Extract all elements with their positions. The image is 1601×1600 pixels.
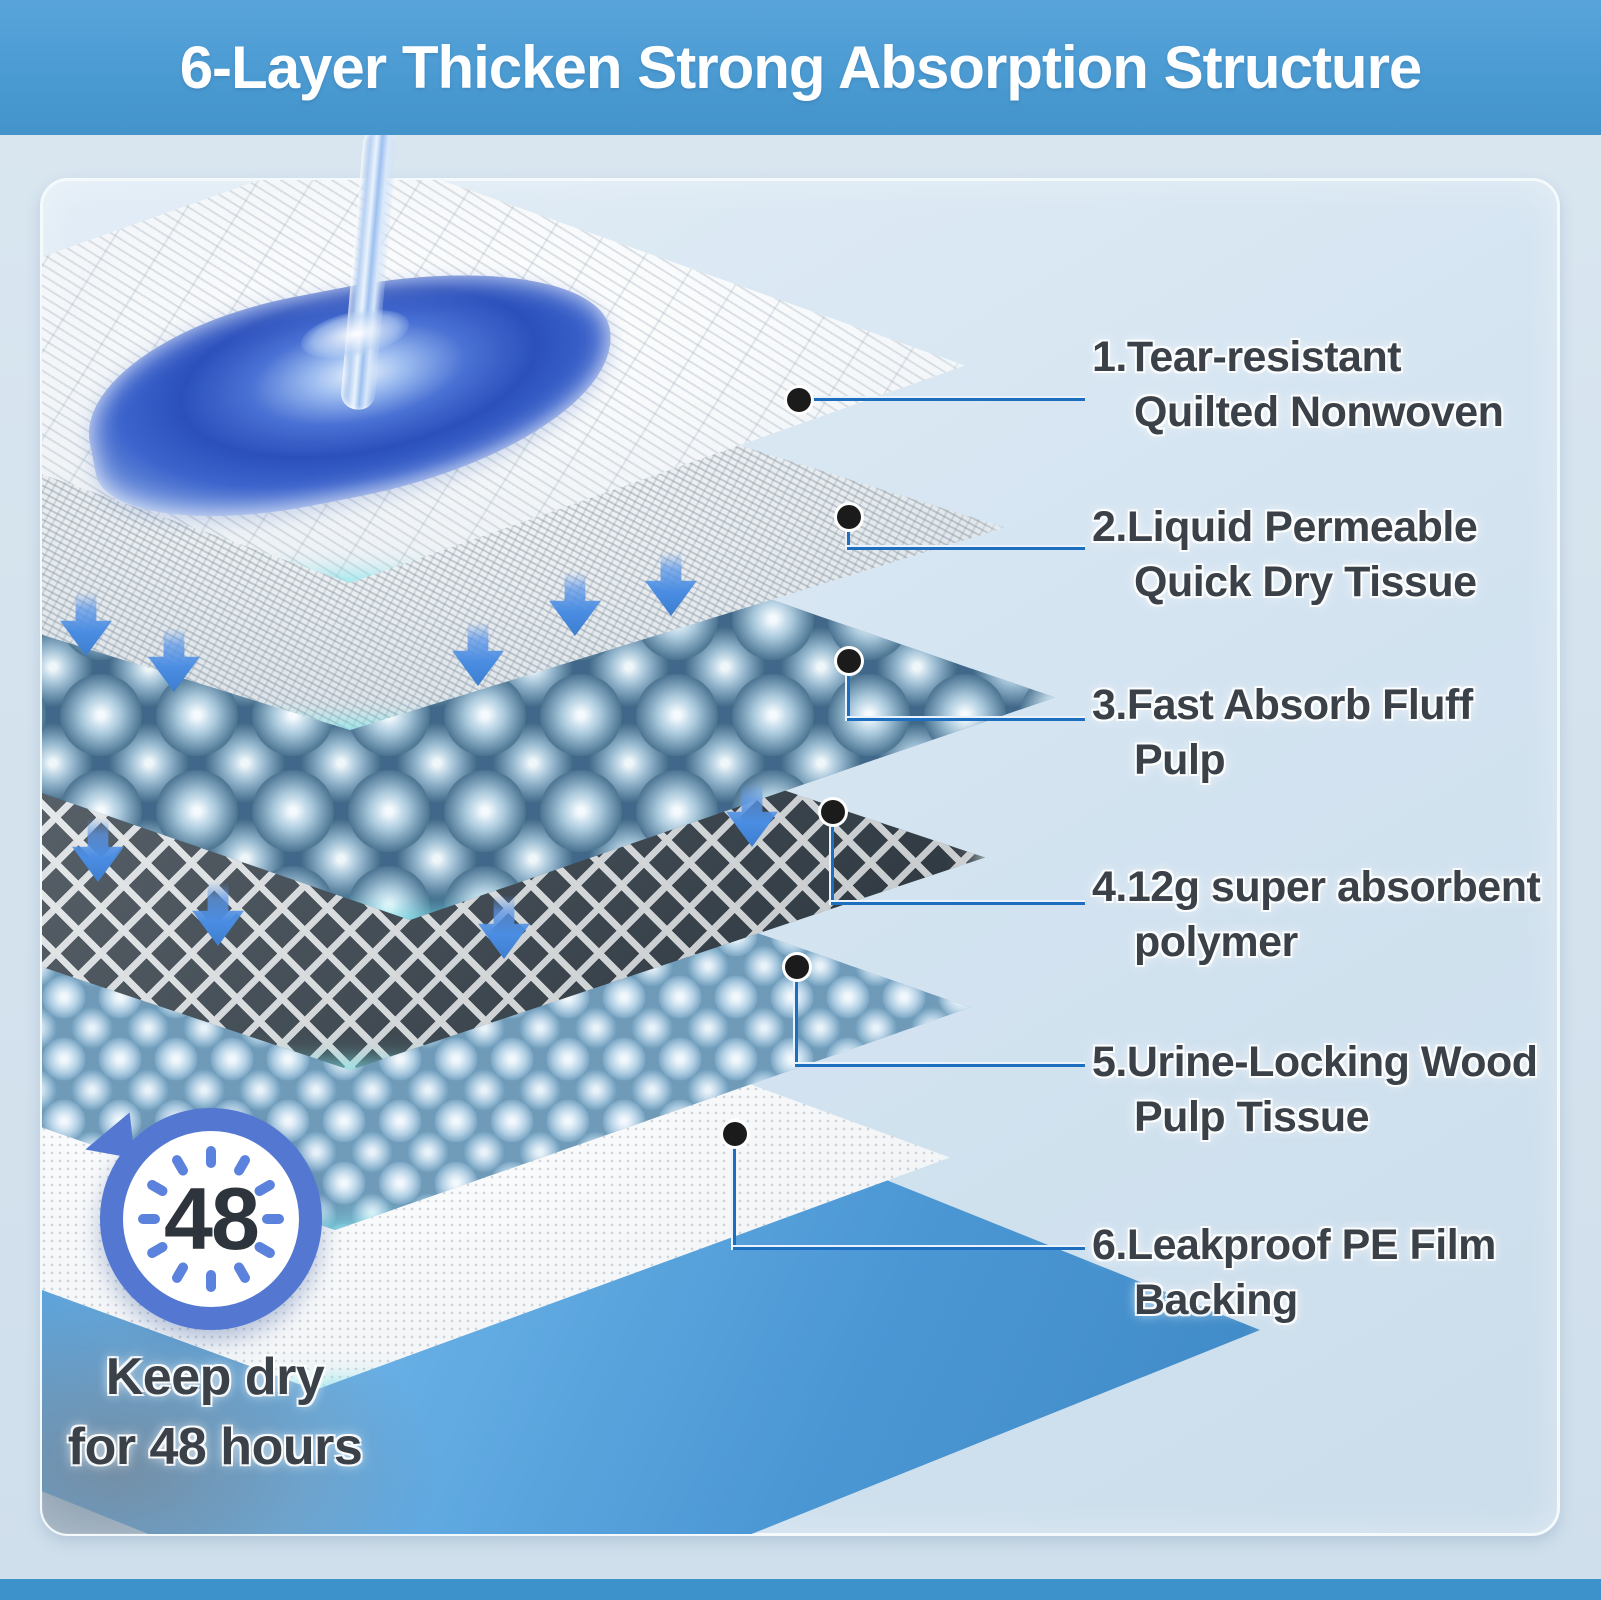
layer-label-6: 6.Leakproof PE Film Backing xyxy=(1092,1218,1592,1328)
keep-dry-line2: for 48 hours xyxy=(67,1418,363,1477)
timer-hours-value: 48 xyxy=(164,1169,260,1268)
timer-badge: 48 xyxy=(100,1108,322,1330)
callout-dot-4 xyxy=(821,800,845,824)
layer-label-5: 5.Urine-Locking Wood Pulp Tissue xyxy=(1092,1035,1592,1145)
bottom-accent-strip xyxy=(0,1579,1601,1600)
layer-label-4-line1: 4.12g super absorbent xyxy=(1092,863,1541,911)
leader-line-2 xyxy=(847,517,850,550)
leader-line-6 xyxy=(733,1134,736,1250)
leader-line-3 xyxy=(847,718,1085,721)
keep-dry-line1: Keep dry xyxy=(105,1348,325,1406)
callout-dot-2 xyxy=(837,505,861,529)
keep-dry-caption: Keep dry for 48 hours xyxy=(20,1342,410,1482)
callout-dot-5 xyxy=(785,955,809,979)
leader-line-4 xyxy=(831,812,834,905)
clock-tick xyxy=(206,1146,216,1168)
layer-label-6-line1: 6.Leakproof PE Film xyxy=(1092,1221,1496,1269)
layer-label-6-line2: Backing xyxy=(1134,1276,1298,1325)
callout-dot-1 xyxy=(787,388,811,412)
title-banner: 6-Layer Thicken Strong Absorption Struct… xyxy=(0,0,1601,135)
layer-label-3: 3.Fast Absorb Fluff Pulp xyxy=(1092,678,1592,788)
leader-line-5 xyxy=(795,1064,1085,1067)
leader-line-4 xyxy=(831,902,1085,905)
layer-label-1-line2: Quilted Nonwoven xyxy=(1134,388,1504,437)
leader-line-3 xyxy=(847,661,850,721)
layer-label-4: 4.12g super absorbent polymer xyxy=(1092,860,1592,970)
layer-label-5-line1: 5.Urine-Locking Wood xyxy=(1092,1038,1538,1086)
leader-line-6 xyxy=(733,1247,1085,1250)
page-title: 6-Layer Thicken Strong Absorption Struct… xyxy=(179,34,1423,101)
layer-label-5-line2: Pulp Tissue xyxy=(1134,1093,1370,1142)
layer-label-1: 1.Tear-resistant Quilted Nonwoven xyxy=(1092,330,1592,440)
layer-label-4-line2: polymer xyxy=(1134,918,1298,967)
layer-label-3-line2: Pulp xyxy=(1134,736,1226,785)
callout-dot-3 xyxy=(837,649,861,673)
leader-line-5 xyxy=(795,967,798,1067)
layer-label-2-line1: 2.Liquid Permeable xyxy=(1092,503,1478,551)
layer-label-1-line1: 1.Tear-resistant xyxy=(1092,333,1402,381)
leader-line-1 xyxy=(799,398,1085,401)
callout-dot-6 xyxy=(723,1122,747,1146)
leader-line-2 xyxy=(847,547,1085,550)
layer-label-2: 2.Liquid Permeable Quick Dry Tissue xyxy=(1092,500,1592,610)
layer-label-2-line2: Quick Dry Tissue xyxy=(1134,558,1477,607)
layer-label-3-line1: 3.Fast Absorb Fluff xyxy=(1092,681,1473,729)
